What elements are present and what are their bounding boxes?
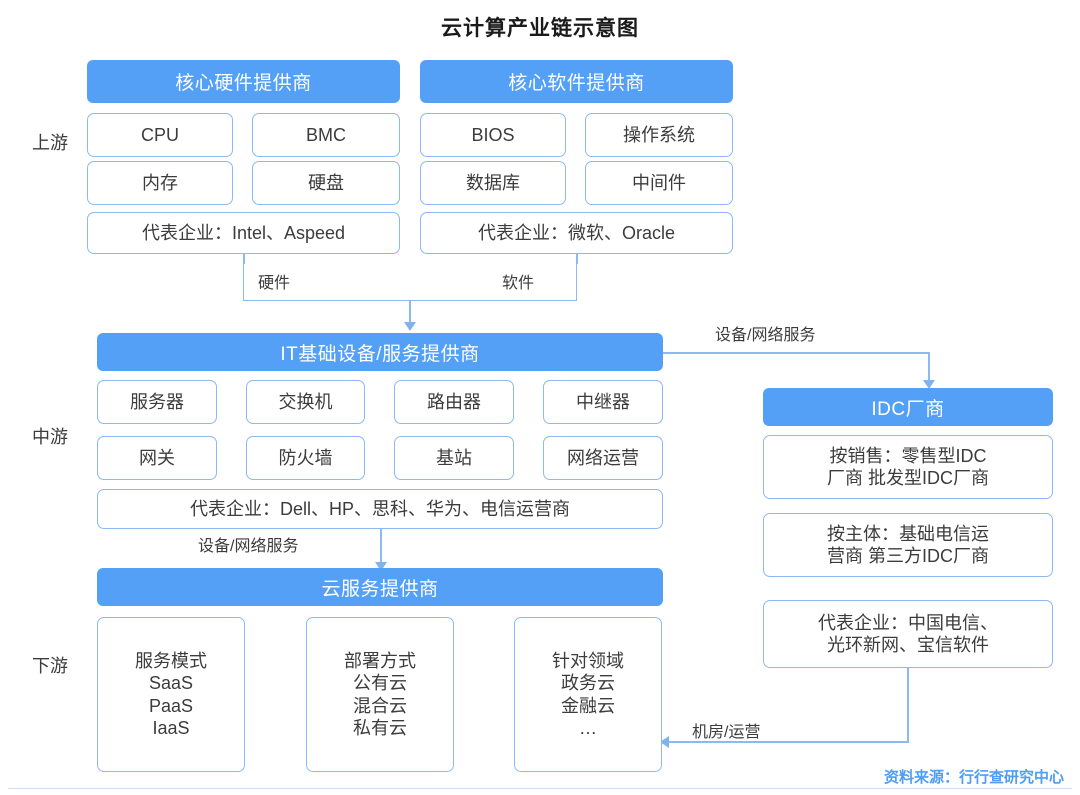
box-idc-by-entity-line-1: 按主体：基础电信运 [827, 523, 989, 544]
connector-label-hardware: 硬件 [258, 275, 291, 292]
source-attribution: 资料来源：行行查研究中心 [883, 769, 1064, 786]
box-cloud-service-model-line-3: PaaS [148, 695, 194, 716]
box-cloud-target-domain[interactable]: 针对领域 政务云 金融云 … [514, 617, 662, 772]
box-idc-by-entity-line-2: 营商 第三方IDC厂商 [827, 546, 989, 566]
header-core-hardware-provider[interactable]: 核心硬件提供商 [87, 60, 400, 103]
box-cloud-deployment-line-1: 部署方式 [344, 650, 416, 671]
box-software-middleware[interactable]: 中间件 [585, 161, 733, 205]
stage-label-upstream: 上游 [32, 133, 68, 153]
header-cloud-service-provider[interactable]: 云服务提供商 [97, 568, 663, 606]
box-cloud-service-model-line-2: SaaS [148, 673, 194, 693]
box-idc-by-entity[interactable]: 按主体：基础电信运 营商 第三方IDC厂商 [763, 513, 1053, 577]
box-idc-by-sales-line-2: 厂商 批发型IDC厂商 [827, 468, 989, 488]
box-it-repeater[interactable]: 中继器 [543, 380, 663, 424]
connector-it-to-cloud [380, 529, 382, 564]
box-software-os[interactable]: 操作系统 [585, 113, 733, 157]
box-it-router[interactable]: 路由器 [394, 380, 514, 424]
box-cloud-service-model-line-1: 服务模式 [135, 650, 207, 671]
box-software-bios[interactable]: BIOS [420, 113, 566, 157]
box-it-network-operation[interactable]: 网络运营 [543, 436, 663, 480]
header-core-software-provider[interactable]: 核心软件提供商 [420, 60, 733, 103]
box-cloud-deployment-mode[interactable]: 部署方式 公有云 混合云 私有云 [306, 617, 454, 772]
box-cloud-service-model-line-4: IaaS [152, 718, 190, 738]
box-it-base-station[interactable]: 基站 [394, 436, 514, 480]
box-cloud-deployment-line-3: 混合云 [353, 695, 407, 716]
box-idc-representative-line-1: 代表企业：中国电信、 [818, 612, 998, 633]
arrow-down-icon-to-idc [923, 380, 935, 389]
box-it-representative[interactable]: 代表企业：Dell、HP、思科、华为、电信运营商 [97, 489, 663, 529]
connector-bracket-hardware-software [243, 263, 577, 301]
arrow-left-icon-to-cloud [660, 736, 669, 748]
connector-idc-to-cloud-vertical [907, 668, 909, 742]
connector-software-stub [576, 254, 578, 264]
box-it-gateway[interactable]: 网关 [97, 436, 217, 480]
box-hardware-disk[interactable]: 硬盘 [252, 161, 400, 205]
connector-it-to-idc-horizontal [663, 352, 929, 354]
box-cloud-target-line-2: 政务云 [561, 673, 615, 693]
stage-label-downstream: 下游 [32, 656, 68, 676]
box-hardware-cpu[interactable]: CPU [87, 113, 233, 157]
connector-label-software: 软件 [502, 275, 535, 292]
box-it-server[interactable]: 服务器 [97, 380, 217, 424]
box-idc-representative[interactable]: 代表企业：中国电信、 光环新网、宝信软件 [763, 600, 1053, 668]
box-cloud-target-line-4: … [579, 718, 597, 738]
box-it-firewall[interactable]: 防火墙 [246, 436, 365, 480]
connector-label-it-to-idc: 设备/网络服务 [715, 327, 816, 344]
footer-divider [8, 788, 1072, 789]
box-idc-by-sales-line-1: 按销售：零售型IDC [829, 445, 987, 466]
arrow-down-icon-to-cloud [375, 562, 387, 571]
header-idc-vendor[interactable]: IDC厂商 [763, 388, 1053, 426]
connector-hardware-stub [243, 254, 245, 264]
box-software-database[interactable]: 数据库 [420, 161, 566, 205]
box-idc-representative-line-2: 光环新网、宝信软件 [827, 635, 989, 655]
connector-label-idc-to-cloud: 机房/运营 [692, 724, 761, 741]
box-hardware-representative[interactable]: 代表企业：Intel、Aspeed [87, 212, 400, 254]
connector-idc-to-cloud-horizontal [669, 741, 909, 743]
arrow-down-icon-to-it [404, 322, 416, 331]
box-cloud-deployment-line-4: 私有云 [353, 718, 407, 738]
box-cloud-target-line-1: 针对领域 [552, 650, 624, 671]
box-cloud-target-line-3: 金融云 [561, 695, 615, 716]
box-cloud-deployment-line-2: 公有云 [353, 673, 407, 693]
box-cloud-service-model[interactable]: 服务模式 SaaS PaaS IaaS [97, 617, 245, 772]
box-software-representative[interactable]: 代表企业：微软、Oracle [420, 212, 733, 254]
header-it-infrastructure-provider[interactable]: IT基础设备/服务提供商 [97, 333, 663, 371]
box-idc-by-sales[interactable]: 按销售：零售型IDC 厂商 批发型IDC厂商 [763, 435, 1053, 499]
page-title: 云计算产业链示意图 [441, 17, 639, 40]
box-it-switch[interactable]: 交换机 [246, 380, 365, 424]
box-hardware-bmc[interactable]: BMC [252, 113, 400, 157]
stage-label-midstream: 中游 [32, 427, 68, 447]
connector-bracket-to-it [409, 301, 411, 323]
connector-label-it-to-cloud: 设备/网络服务 [198, 538, 299, 555]
connector-it-to-idc-vertical [928, 352, 930, 382]
box-hardware-memory[interactable]: 内存 [87, 161, 233, 205]
